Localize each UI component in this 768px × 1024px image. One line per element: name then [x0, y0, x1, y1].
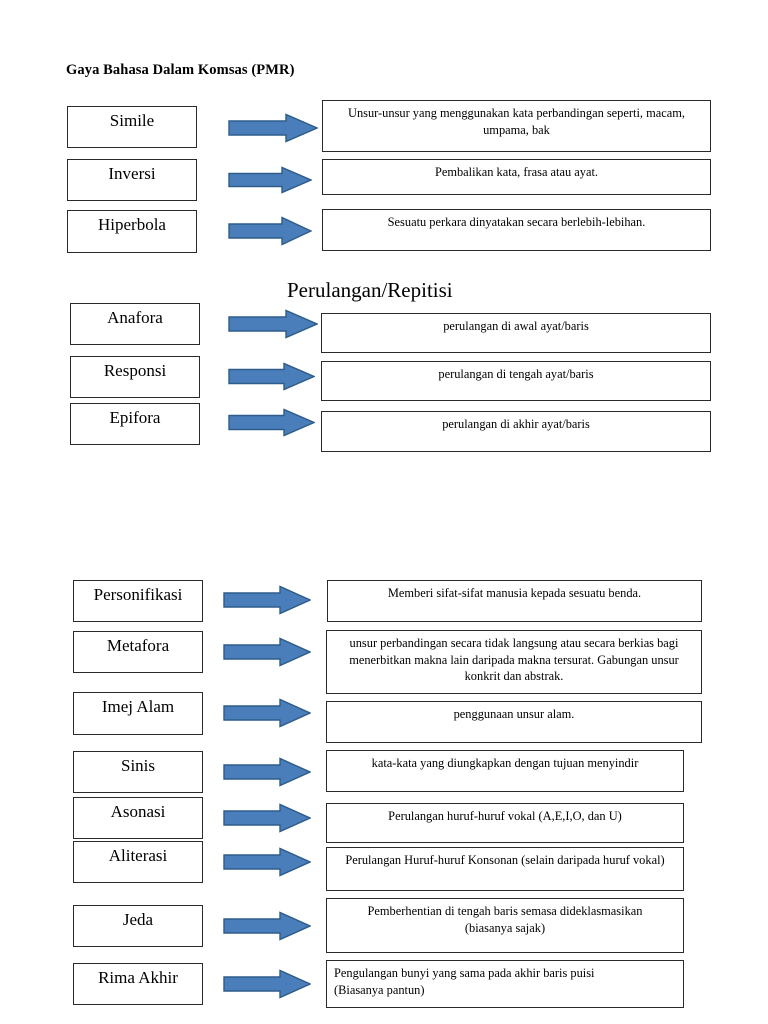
description-box-responsi: perulangan di tengah ayat/baris	[321, 361, 711, 401]
term-label: Personifikasi	[93, 585, 183, 604]
section-heading-perulangan: Perulangan/Repitisi	[287, 278, 453, 302]
description-text: Unsur-unsur yang menggunakan kata perban…	[348, 106, 685, 137]
description-box-jeda: Pemberhentian di tengah baris semasa did…	[326, 898, 684, 953]
term-label: Anafora	[107, 308, 163, 327]
term-label: Hiperbola	[98, 215, 166, 234]
right-arrow-icon	[228, 113, 318, 143]
term-box-asonasi: Asonasi	[73, 797, 203, 839]
right-arrow-icon	[223, 585, 311, 615]
term-box-imej-alam: Imej Alam	[73, 692, 203, 735]
description-text: Sesuatu perkara dinyatakan secara berleb…	[387, 215, 646, 229]
term-label: Sinis	[120, 756, 156, 775]
term-box-sinis: Sinis	[73, 751, 203, 793]
term-box-metafora: Metafora	[73, 631, 203, 673]
right-arrow-icon	[223, 911, 311, 941]
right-arrow-icon	[228, 166, 312, 194]
description-text: perulangan di akhir ayat/baris	[442, 417, 590, 431]
term-label: Jeda	[122, 910, 154, 929]
right-arrow-icon	[223, 637, 311, 667]
right-arrow-icon	[223, 969, 311, 999]
right-arrow-icon	[223, 803, 311, 833]
right-arrow-icon	[228, 216, 312, 246]
term-label: Simile	[109, 111, 155, 130]
description-box-metafora: unsur perbandingan secara tidak langsung…	[326, 630, 702, 694]
term-box-aliterasi: Aliterasi	[73, 841, 203, 883]
right-arrow-icon	[223, 757, 311, 787]
description-box-epifora: perulangan di akhir ayat/baris	[321, 411, 711, 452]
description-text: penggunaan unsur alam.	[453, 707, 575, 721]
right-arrow-icon	[228, 362, 315, 391]
description-text: Perulangan Huruf-huruf Konsonan (selain …	[345, 853, 665, 867]
description-text: unsur perbandingan secara tidak langsung…	[349, 636, 679, 684]
description-text: Perulangan huruf-huruf vokal (A,E,I,O, d…	[388, 809, 622, 823]
term-box-responsi: Responsi	[70, 356, 200, 398]
description-box-aliterasi: Perulangan Huruf-huruf Konsonan (selain …	[326, 847, 684, 891]
term-box-anafora: Anafora	[70, 303, 200, 345]
term-box-inversi: Inversi	[67, 159, 197, 201]
term-box-hiperbola: Hiperbola	[67, 210, 197, 253]
page-title: Gaya Bahasa Dalam Komsas (PMR)	[66, 62, 295, 78]
description-text: Pemberhentian di tengah baris semasa did…	[367, 904, 643, 935]
term-label: Responsi	[103, 361, 167, 380]
description-box-sinis: kata-kata yang diungkapkan dengan tujuan…	[326, 750, 684, 792]
term-label: Asonasi	[110, 802, 166, 821]
description-text: perulangan di tengah ayat/baris	[438, 367, 594, 381]
right-arrow-icon	[228, 309, 318, 339]
description-text: Memberi sifat-sifat manusia kepada sesua…	[387, 586, 642, 600]
term-label: Aliterasi	[108, 846, 168, 865]
description-box-imej-alam: penggunaan unsur alam.	[326, 701, 702, 743]
right-arrow-icon	[228, 408, 315, 437]
term-box-rima-akhir: Rima Akhir	[73, 963, 203, 1005]
right-arrow-icon	[223, 847, 311, 877]
description-text: Pengulangan bunyi yang sama pada akhir b…	[334, 966, 595, 997]
term-box-simile: Simile	[67, 106, 197, 148]
term-box-epifora: Epifora	[70, 403, 200, 445]
description-text: kata-kata yang diungkapkan dengan tujuan…	[371, 756, 639, 770]
description-box-personifikasi: Memberi sifat-sifat manusia kepada sesua…	[327, 580, 702, 622]
term-label: Imej Alam	[101, 697, 175, 716]
right-arrow-icon	[223, 698, 311, 728]
description-text: Pembalikan kata, frasa atau ayat.	[434, 165, 599, 179]
description-text: perulangan di awal ayat/baris	[443, 319, 589, 333]
description-box-inversi: Pembalikan kata, frasa atau ayat.	[322, 159, 711, 195]
term-label: Metafora	[106, 636, 170, 655]
term-label: Inversi	[108, 164, 156, 183]
term-label: Rima Akhir	[98, 968, 178, 987]
description-box-asonasi: Perulangan huruf-huruf vokal (A,E,I,O, d…	[326, 803, 684, 843]
term-label: Epifora	[109, 408, 161, 427]
description-box-rima-akhir: Pengulangan bunyi yang sama pada akhir b…	[326, 960, 684, 1008]
term-box-jeda: Jeda	[73, 905, 203, 947]
description-box-anafora: perulangan di awal ayat/baris	[321, 313, 711, 353]
description-box-hiperbola: Sesuatu perkara dinyatakan secara berleb…	[322, 209, 711, 251]
term-box-personifikasi: Personifikasi	[73, 580, 203, 622]
description-box-simile: Unsur-unsur yang menggunakan kata perban…	[322, 100, 711, 152]
